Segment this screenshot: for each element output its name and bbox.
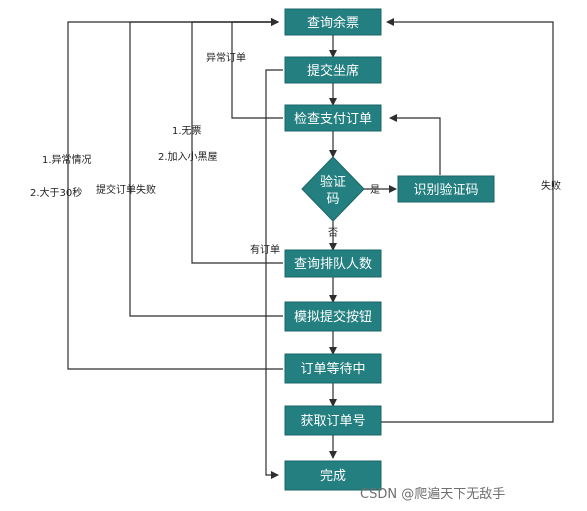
node-captcha-decision-label-2: 码 <box>326 192 339 207</box>
edge-failed-to-query <box>381 18 554 423</box>
label-no-ticket: 1.无票 <box>172 125 202 137</box>
label-failed: 失败 <box>541 179 561 192</box>
edge-recognize-to-check <box>389 114 441 175</box>
node-query-tickets-label: 查询余票 <box>307 15 359 31</box>
label-over-30s: 2.大于30秒 <box>30 186 82 199</box>
node-check-pay-order: 检查支付订单 <box>284 104 382 132</box>
edge-submit-failed-loop <box>129 18 283 317</box>
edge-waiting-abnormal-loop <box>67 18 283 370</box>
node-get-order-number: 获取订单号 <box>284 405 382 436</box>
node-query-queue: 查询排队人数 <box>284 249 382 278</box>
node-submit-seat: 提交坐席 <box>284 56 382 84</box>
node-query-tickets: 查询余票 <box>284 8 382 36</box>
node-done-label: 完成 <box>320 469 346 484</box>
node-recognize-captcha-label: 识别验证码 <box>413 182 478 198</box>
label-yes: 是 <box>370 184 380 196</box>
node-get-order-number-label: 获取订单号 <box>300 414 365 429</box>
node-captcha-decision-label-1: 验证 <box>320 174 346 190</box>
node-order-waiting: 订单等待中 <box>284 353 382 384</box>
label-abnormal-order: 异常订单 <box>206 51 246 64</box>
label-has-order: 有订单 <box>250 243 280 256</box>
csdn-watermark: CSDN @爬遍天下无敌手 <box>360 486 505 502</box>
label-abnormal-status: 1.异常情况 <box>42 153 92 166</box>
node-order-waiting-label: 订单等待中 <box>300 361 365 377</box>
label-no: 否 <box>328 227 338 239</box>
edge-has-order-to-done <box>265 69 283 479</box>
node-done: 完成 <box>284 460 382 491</box>
node-recognize-captcha: 识别验证码 <box>397 175 495 203</box>
node-check-pay-order-label: 检查支付订单 <box>294 112 372 127</box>
node-captcha-decision: 验证 码 <box>301 156 365 222</box>
node-query-queue-label: 查询排队人数 <box>294 257 372 272</box>
node-simulate-submit: 模拟提交按钮 <box>284 301 382 332</box>
node-simulate-submit-label: 模拟提交按钮 <box>294 309 372 325</box>
label-join-blacklist: 2.加入小黑屋 <box>158 151 218 163</box>
label-submit-order-failed: 提交订单失败 <box>96 183 156 196</box>
node-submit-seat-label: 提交坐席 <box>307 63 359 79</box>
